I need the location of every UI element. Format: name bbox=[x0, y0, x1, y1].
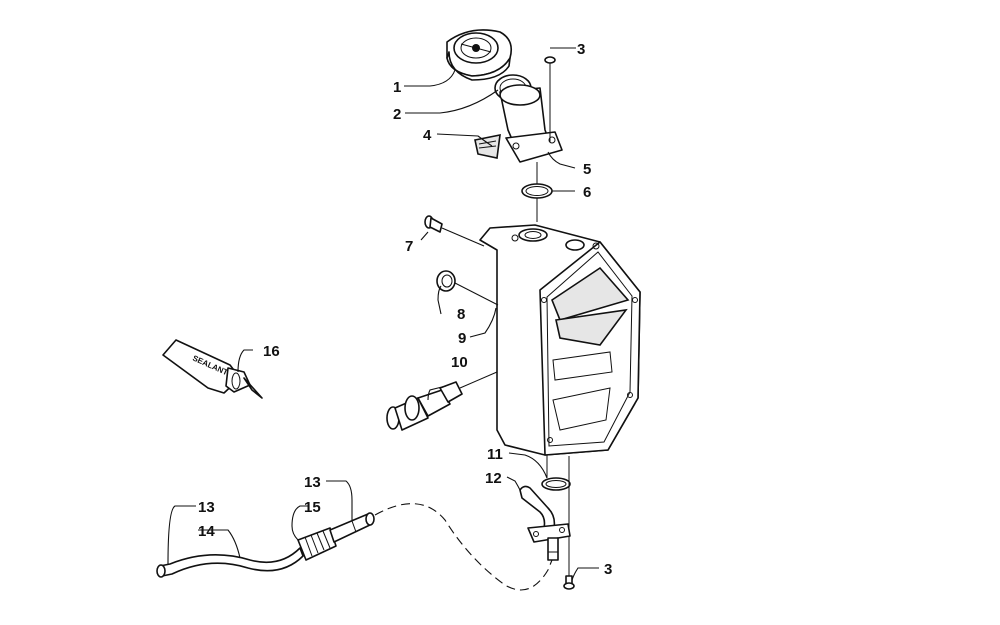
hose-assembly bbox=[156, 512, 375, 578]
callout-7: 7 bbox=[405, 238, 413, 255]
callout-6: 6 bbox=[583, 184, 591, 201]
oil-tank bbox=[479, 224, 641, 456]
callout-15: 15 bbox=[304, 499, 321, 516]
callout-9: 9 bbox=[458, 330, 466, 347]
filler-neck bbox=[499, 84, 563, 163]
callout-13-right: 13 bbox=[304, 474, 321, 491]
callout-1: 1 bbox=[393, 79, 401, 96]
outlet-fitting bbox=[519, 485, 571, 561]
callout-3-top: 3 bbox=[577, 41, 585, 58]
callout-labels: 1 2 3 4 5 6 7 8 9 10 11 12 3 13 14 15 13… bbox=[198, 41, 612, 578]
hose-routing-line bbox=[374, 503, 553, 591]
warning-decal bbox=[474, 133, 501, 159]
callout-14: 14 bbox=[198, 523, 215, 540]
grommet bbox=[436, 270, 499, 306]
callout-4: 4 bbox=[423, 127, 432, 144]
callout-12: 12 bbox=[485, 470, 502, 487]
screw-top bbox=[544, 56, 556, 142]
callout-16: 16 bbox=[263, 343, 280, 360]
callout-13-left: 13 bbox=[198, 499, 215, 516]
sealant-tube: SEALANT bbox=[162, 339, 263, 399]
callout-10: 10 bbox=[451, 354, 468, 371]
sight-fitting bbox=[386, 371, 498, 431]
callout-2: 2 bbox=[393, 106, 401, 123]
callout-5: 5 bbox=[583, 161, 591, 178]
callout-11: 11 bbox=[487, 446, 503, 463]
o-ring-top bbox=[521, 162, 553, 222]
screw-side bbox=[424, 215, 485, 247]
o-ring-lower bbox=[541, 455, 571, 560]
callout-3-bottom: 3 bbox=[604, 561, 612, 578]
screw-bottom bbox=[563, 560, 575, 590]
callout-8: 8 bbox=[457, 306, 465, 323]
leader-lines bbox=[167, 47, 599, 581]
filler-cap bbox=[446, 29, 513, 81]
